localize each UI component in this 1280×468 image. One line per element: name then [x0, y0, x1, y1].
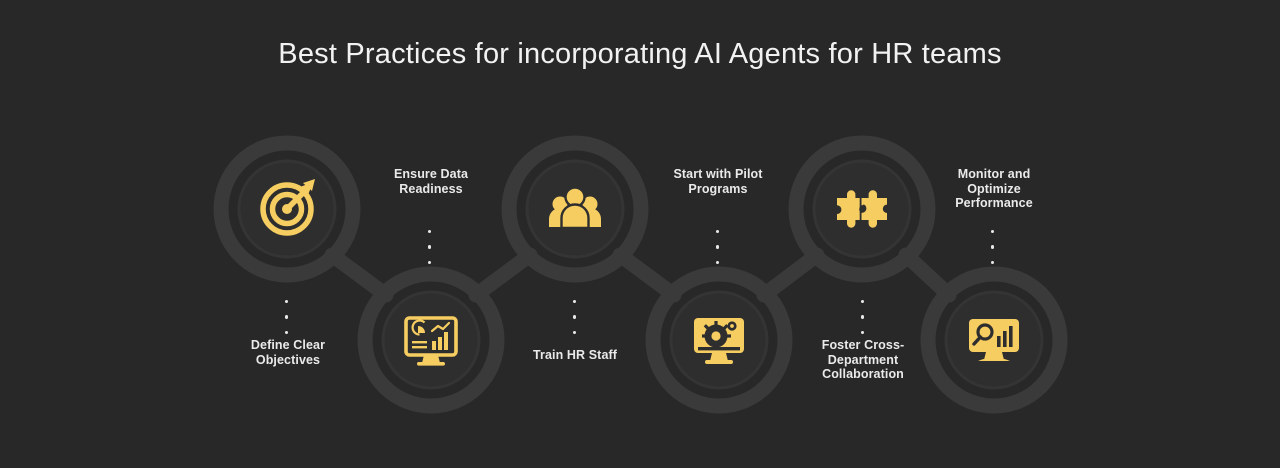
node-label-6: Monitor and Optimize Performance: [919, 167, 1069, 211]
page-title: Best Practices for incorporating AI Agen…: [278, 38, 1002, 70]
dot: [573, 330, 577, 335]
connector-bands: [324, 247, 957, 303]
node-label-6-line-3: Performance: [955, 196, 1033, 210]
dot: [573, 300, 577, 304]
dot: [428, 230, 432, 234]
ring-4[interactable]: [653, 274, 785, 406]
dots-connector-5: [861, 300, 867, 335]
ring-2[interactable]: [365, 274, 497, 406]
dots-connector-3: [573, 300, 579, 335]
node-label-4-line-2: Programs: [688, 181, 748, 196]
node-label-4-line-1: Start with Pilot: [673, 167, 763, 181]
node-label-6-line-1: Monitor and: [957, 167, 1031, 181]
dot: [861, 300, 865, 304]
node-label-1-line-2: Objectives: [255, 352, 321, 367]
dot: [716, 230, 720, 234]
node-label-1-line-1: Define Clear: [250, 338, 326, 352]
node-label-3-line-1: Train HR Staff: [532, 348, 618, 362]
dot: [428, 260, 432, 265]
dot: [285, 330, 289, 335]
ring-5[interactable]: [796, 143, 928, 275]
dot: [285, 315, 289, 319]
dot: [991, 245, 995, 249]
ring-3[interactable]: [509, 143, 641, 275]
dots-connector-6: [991, 230, 997, 265]
node-label-4: Start with Pilot Programs: [643, 167, 793, 196]
ring-6[interactable]: [928, 274, 1060, 406]
node-label-2-line-2: Readiness: [399, 181, 463, 196]
dot: [991, 230, 995, 234]
ring-1[interactable]: [221, 143, 353, 275]
dots-connector-1: [285, 300, 291, 335]
node-label-5: Foster Cross- Department Collaboration: [788, 338, 938, 382]
dots-connector-4: [716, 230, 722, 265]
node-label-6-line-2: Optimize: [967, 181, 1021, 196]
node-label-5-line-1: Foster Cross-: [821, 338, 905, 352]
node-label-5-line-3: Collaboration: [822, 367, 904, 381]
node-label-2-line-1: Ensure Data: [393, 167, 469, 181]
dot: [716, 245, 720, 249]
dots-connector-2: [428, 230, 434, 265]
dot: [716, 260, 720, 265]
dot: [861, 315, 865, 319]
dot: [861, 330, 865, 335]
node-label-2: Ensure Data Readiness: [356, 167, 506, 196]
dot: [573, 315, 577, 319]
node-label-5-line-2: Department: [827, 352, 899, 367]
node-label-3: Train HR Staff: [500, 348, 650, 363]
dot: [285, 300, 289, 304]
dot: [991, 260, 995, 265]
node-label-1: Define Clear Objectives: [213, 338, 363, 367]
dot: [428, 245, 432, 249]
